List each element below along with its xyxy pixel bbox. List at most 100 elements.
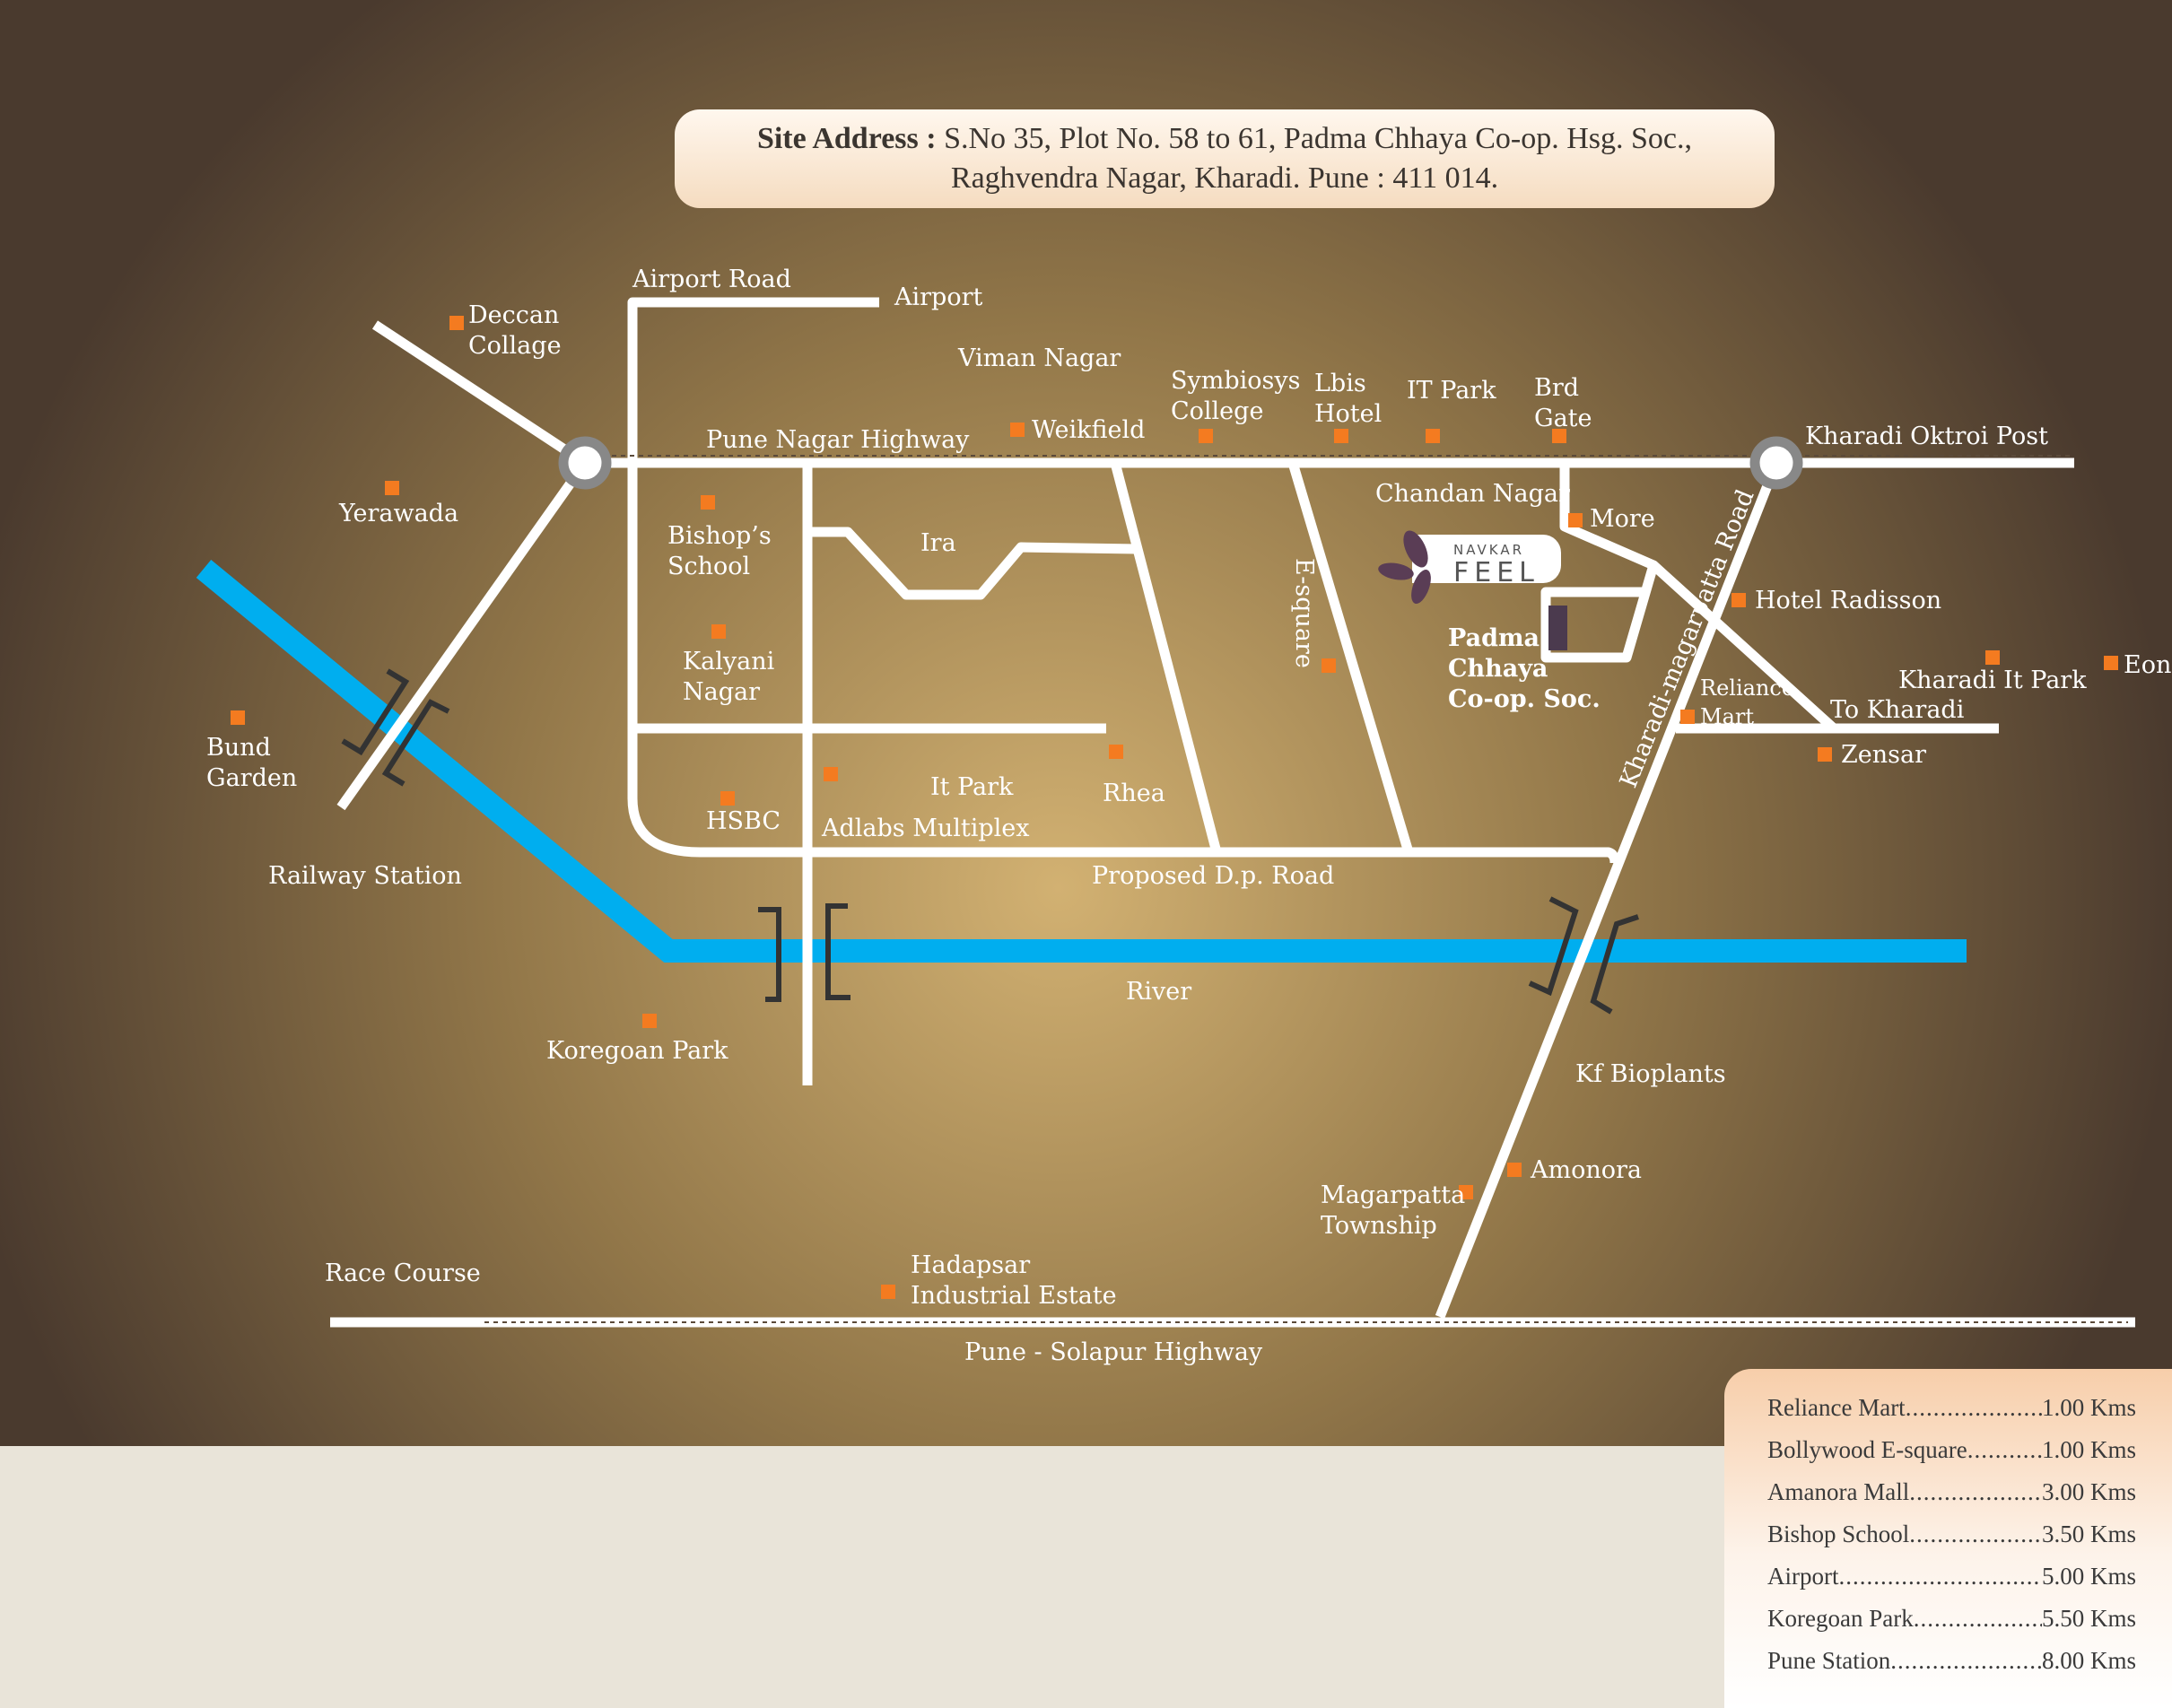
label-kf-bioplants: Kf Bioplants [1575, 1060, 1726, 1088]
address-label: Site Address : [756, 122, 937, 155]
label-lbis-1: Lbis [1314, 370, 1366, 397]
roundabout-right [1749, 436, 1803, 490]
label-kalyani-2: Nagar [683, 678, 760, 706]
label-reliance-1: Reliance [1700, 675, 1794, 701]
label-magarpatta-2: Township [1321, 1212, 1437, 1240]
map-background [0, 0, 2172, 1446]
address-text-1: S.No 35, Plot No. 58 to 61, Padma Chhaya… [944, 122, 1693, 155]
label-race-course: Race Course [325, 1259, 481, 1287]
label-it-park: It Park [930, 773, 1014, 801]
site-address-box: Site Address : S.No 35, Plot No. 58 to 6… [675, 109, 1775, 208]
label-yerawada: Yerawada [338, 500, 458, 527]
river-line [196, 559, 1967, 963]
label-chandan-nagar: Chandan Nagar [1375, 480, 1570, 508]
label-pune-nagar-highway: Pune Nagar Highway [706, 426, 970, 454]
distance-row: Amanora Mall3.00 Kms [1767, 1478, 2136, 1521]
label-hadapsar-2: Industrial Estate [911, 1282, 1117, 1310]
label-viman-nagar: Viman Nagar [957, 344, 1121, 372]
label-site-1: Padma [1448, 624, 1540, 652]
label-kharadi-oktroi-post: Kharadi Oktroi Post [1805, 423, 2048, 450]
label-river: River [1126, 978, 1191, 1006]
marker-deccan-collage [449, 316, 464, 330]
label-to-kharadi: To Kharadi [1830, 696, 1965, 724]
distance-row: Bollywood E-square 1.00 Kms [1767, 1436, 2136, 1478]
marker-it-park-top [1426, 429, 1440, 443]
label-site-3: Co-op. Soc. [1448, 685, 1601, 713]
marker-bishops-school [701, 495, 715, 510]
leader-dots [1914, 1605, 2042, 1633]
distance-value: 8.00 Kms [2041, 1647, 2136, 1674]
bridge-railway-right [381, 699, 450, 787]
label-brd-gate-2: Gate [1534, 405, 1592, 432]
label-adlabs: Adlabs Multiplex [821, 815, 1030, 842]
label-amonora: Amonora [1530, 1156, 1642, 1184]
bridge-railway-left [341, 668, 410, 756]
distance-row: Reliance Mart1.00 Kms [1767, 1394, 2136, 1436]
navkar-feel-logo: NAVKAR FEEL [1378, 530, 1561, 605]
road-rhea [1110, 461, 1222, 854]
distance-place: Pune Station [1767, 1647, 1891, 1674]
label-lbis-2: Hotel [1314, 400, 1382, 428]
address-line-1: Site Address : S.No 35, Plot No. 58 to 6… [675, 119, 1775, 159]
label-deccan-collage-2: Collage [468, 332, 562, 360]
marker-rhea [1109, 745, 1123, 759]
marker-eon [2104, 656, 2118, 670]
leader-dots [1838, 1563, 2042, 1590]
road-kharadi-magarpatta [1435, 460, 1782, 1320]
distance-place: Airport [1767, 1563, 1839, 1590]
site-building-block [1548, 606, 1567, 650]
bridge-east-right [1590, 914, 1639, 1015]
label-airport: Airport [894, 283, 982, 311]
label-it-park-top: IT Park [1407, 377, 1496, 405]
label-eon: Eon [2124, 651, 2171, 679]
leader-dots [1909, 1478, 2042, 1506]
marker-hadapsar [881, 1285, 895, 1299]
label-hadapsar-1: Hadapsar [911, 1251, 1030, 1279]
marker-bund-garden [231, 710, 245, 725]
distance-value: 3.50 Kms [2041, 1521, 2136, 1547]
road-chandan-nagar [1559, 463, 1837, 733]
highway-dashes [484, 455, 2128, 1323]
label-brd-gate-1: Brd [1534, 374, 1579, 402]
distance-row: Airport5.00 Kms [1767, 1563, 2136, 1605]
distance-table: Reliance Mart1.00 Kms Bollywood E-square… [1724, 1369, 2172, 1708]
label-hsbc: HSBC [706, 807, 781, 835]
distance-place: Bishop School [1767, 1521, 1910, 1547]
marker-reliance-mart [1680, 710, 1695, 724]
label-site-2: Chhaya [1448, 655, 1548, 683]
label-reliance-2: Mart [1700, 704, 1754, 729]
bridge-center-right [825, 903, 850, 1000]
label-railway-station: Railway Station [268, 862, 462, 890]
marker-kharadi-it-park [1985, 650, 2000, 665]
distance-place: Bollywood E-square [1767, 1436, 1967, 1463]
marker-lbis-hotel [1334, 429, 1348, 443]
label-more: More [1590, 505, 1655, 533]
marker-hotel-radisson [1731, 593, 1746, 607]
marker-kalyani-nagar [711, 624, 726, 639]
leader-dots [1890, 1647, 2042, 1675]
marker-magarpatta-township [1459, 1185, 1473, 1199]
label-pune-solapur-highway: Pune - Solapur Highway [964, 1338, 1263, 1366]
road-site-loop [1540, 563, 1659, 663]
logo-text-top: NAVKAR [1453, 542, 1524, 558]
distance-value: 1.00 Kms [2041, 1436, 2136, 1463]
marker-weikfield [1010, 423, 1025, 437]
distance-value: 3.00 Kms [2041, 1478, 2136, 1505]
label-bishops-1: Bishop’s [667, 522, 772, 550]
label-symbiosys-2: College [1171, 397, 1263, 425]
distance-row: Bishop School 3.50 Kms [1767, 1521, 2136, 1563]
label-hotel-radisson: Hotel Radisson [1755, 587, 1941, 614]
label-koregoan-park: Koregoan Park [546, 1037, 728, 1065]
marker-hsbc [720, 791, 735, 806]
road-kalyani-loop [627, 463, 1620, 864]
label-kharadi-it-park: Kharadi It Park [1898, 667, 2087, 694]
label-bund-2: Garden [206, 764, 297, 792]
leader-dots [1909, 1521, 2042, 1548]
distance-place: Reliance Mart [1767, 1394, 1906, 1421]
road-railway-station [336, 459, 589, 811]
road-e-square [1287, 461, 1414, 854]
marker-amonora [1507, 1163, 1522, 1177]
bridges [341, 668, 1639, 1015]
distance-place: Koregoan Park [1767, 1605, 1914, 1632]
leader-dots [1967, 1436, 2042, 1464]
